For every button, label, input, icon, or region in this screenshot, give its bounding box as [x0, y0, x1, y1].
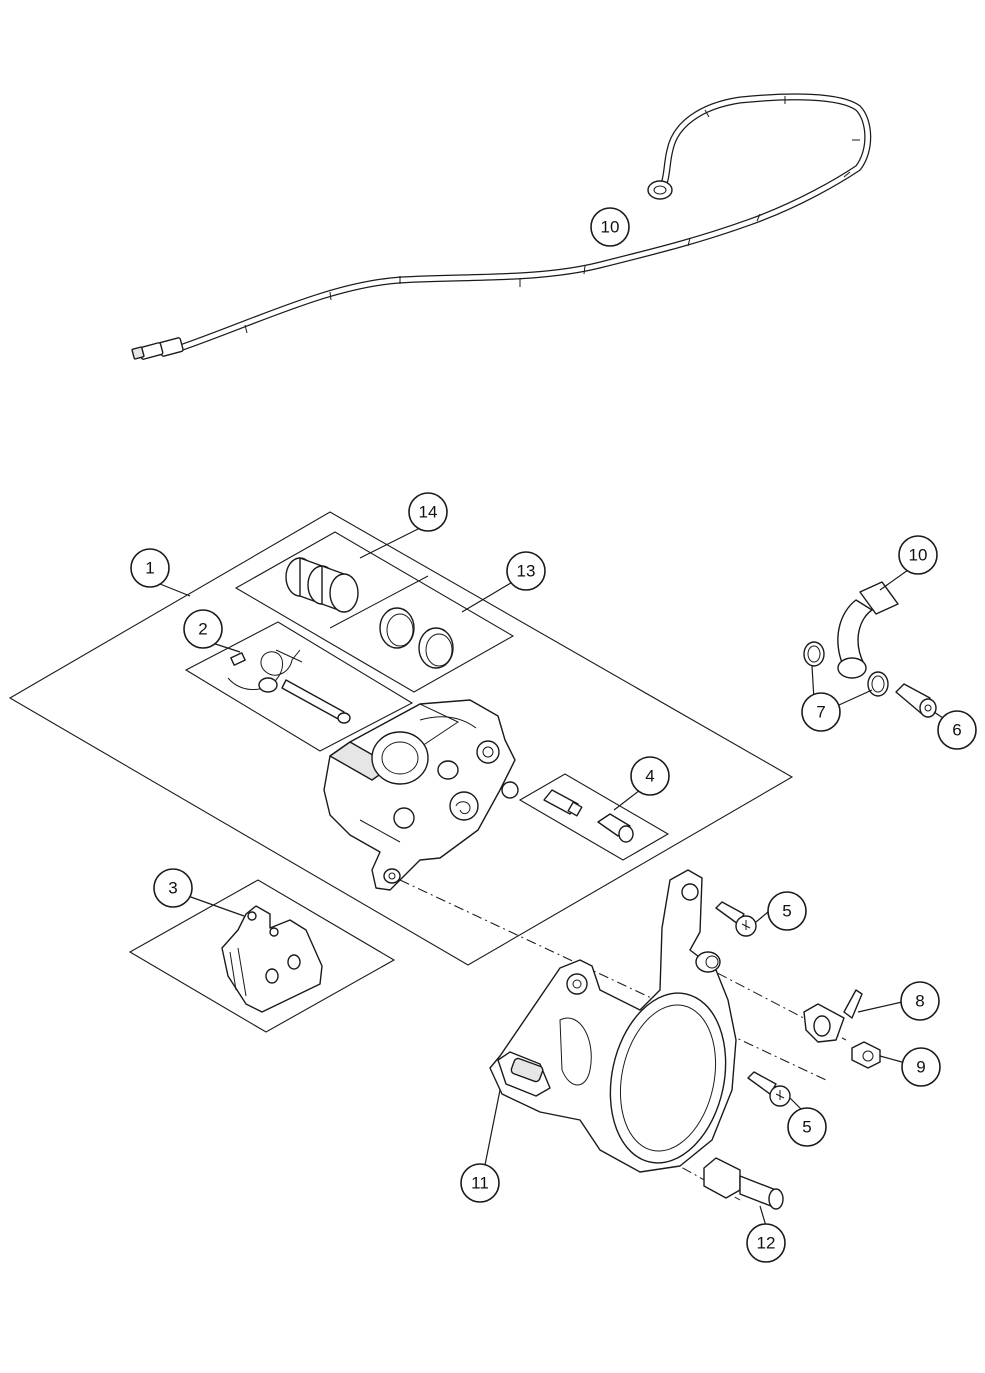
callout-5-top: 5 — [767, 891, 807, 931]
callout-11: 11 — [460, 1163, 500, 1203]
caliper-bracket — [489, 869, 737, 1173]
callout-8: 8 — [900, 981, 940, 1021]
callout-label: 5 — [782, 902, 791, 921]
brake-line-long — [131, 93, 872, 360]
callout-1: 1 — [130, 548, 170, 588]
axle-pin — [703, 1157, 784, 1210]
callout-4: 4 — [630, 756, 670, 796]
caliper-body — [323, 699, 519, 891]
callout-10-right: 10 — [898, 535, 938, 575]
callout-label: 6 — [952, 721, 961, 740]
bleeder-valve — [543, 789, 634, 843]
callout-label: 10 — [909, 546, 928, 565]
callout-2: 2 — [183, 609, 223, 649]
copper-washers — [803, 641, 889, 697]
brake-pads — [221, 905, 323, 1013]
callout-13: 13 — [506, 551, 546, 591]
bleeder-kit-box — [518, 773, 670, 861]
callout-label: 12 — [757, 1234, 776, 1253]
bleed-adapter — [803, 989, 863, 1043]
callout-label: 2 — [198, 620, 207, 639]
pad-pin-kit — [227, 649, 351, 724]
callout-7: 7 — [801, 692, 841, 732]
callout-3: 3 — [153, 868, 193, 908]
callout-12: 12 — [746, 1223, 786, 1263]
piston-seals — [379, 607, 454, 669]
callout-label: 9 — [916, 1058, 925, 1077]
callout-label: 1 — [145, 559, 154, 578]
pin-kit-box — [184, 621, 414, 752]
callout-label: 5 — [802, 1118, 811, 1137]
caliper-assembly-box — [8, 511, 794, 966]
callout-9: 9 — [901, 1047, 941, 1087]
callout-14: 14 — [408, 492, 448, 532]
callout-label: 8 — [915, 992, 924, 1011]
banjo-bolt — [895, 683, 937, 718]
callout-label: 7 — [816, 703, 825, 722]
piston-kit-box — [234, 531, 515, 693]
callout-label: 14 — [419, 503, 438, 522]
callout-5-bottom: 5 — [787, 1107, 827, 1147]
callout-label: 4 — [645, 767, 654, 786]
callout-label: 10 — [601, 218, 620, 237]
callout-label: 13 — [517, 562, 536, 581]
pistons — [285, 557, 359, 613]
hex-nut — [851, 1041, 881, 1069]
bracket-bolt-lower — [747, 1071, 791, 1107]
callout-6: 6 — [937, 710, 977, 750]
brake-line-banjo — [837, 581, 899, 679]
callout-10-top: 10 — [590, 207, 630, 247]
brake-pad-box — [128, 879, 396, 1033]
callout-label: 3 — [168, 879, 177, 898]
callout-label: 11 — [471, 1174, 489, 1193]
assembly-centerline — [399, 879, 827, 1081]
bracket-bolt-upper — [715, 901, 757, 937]
